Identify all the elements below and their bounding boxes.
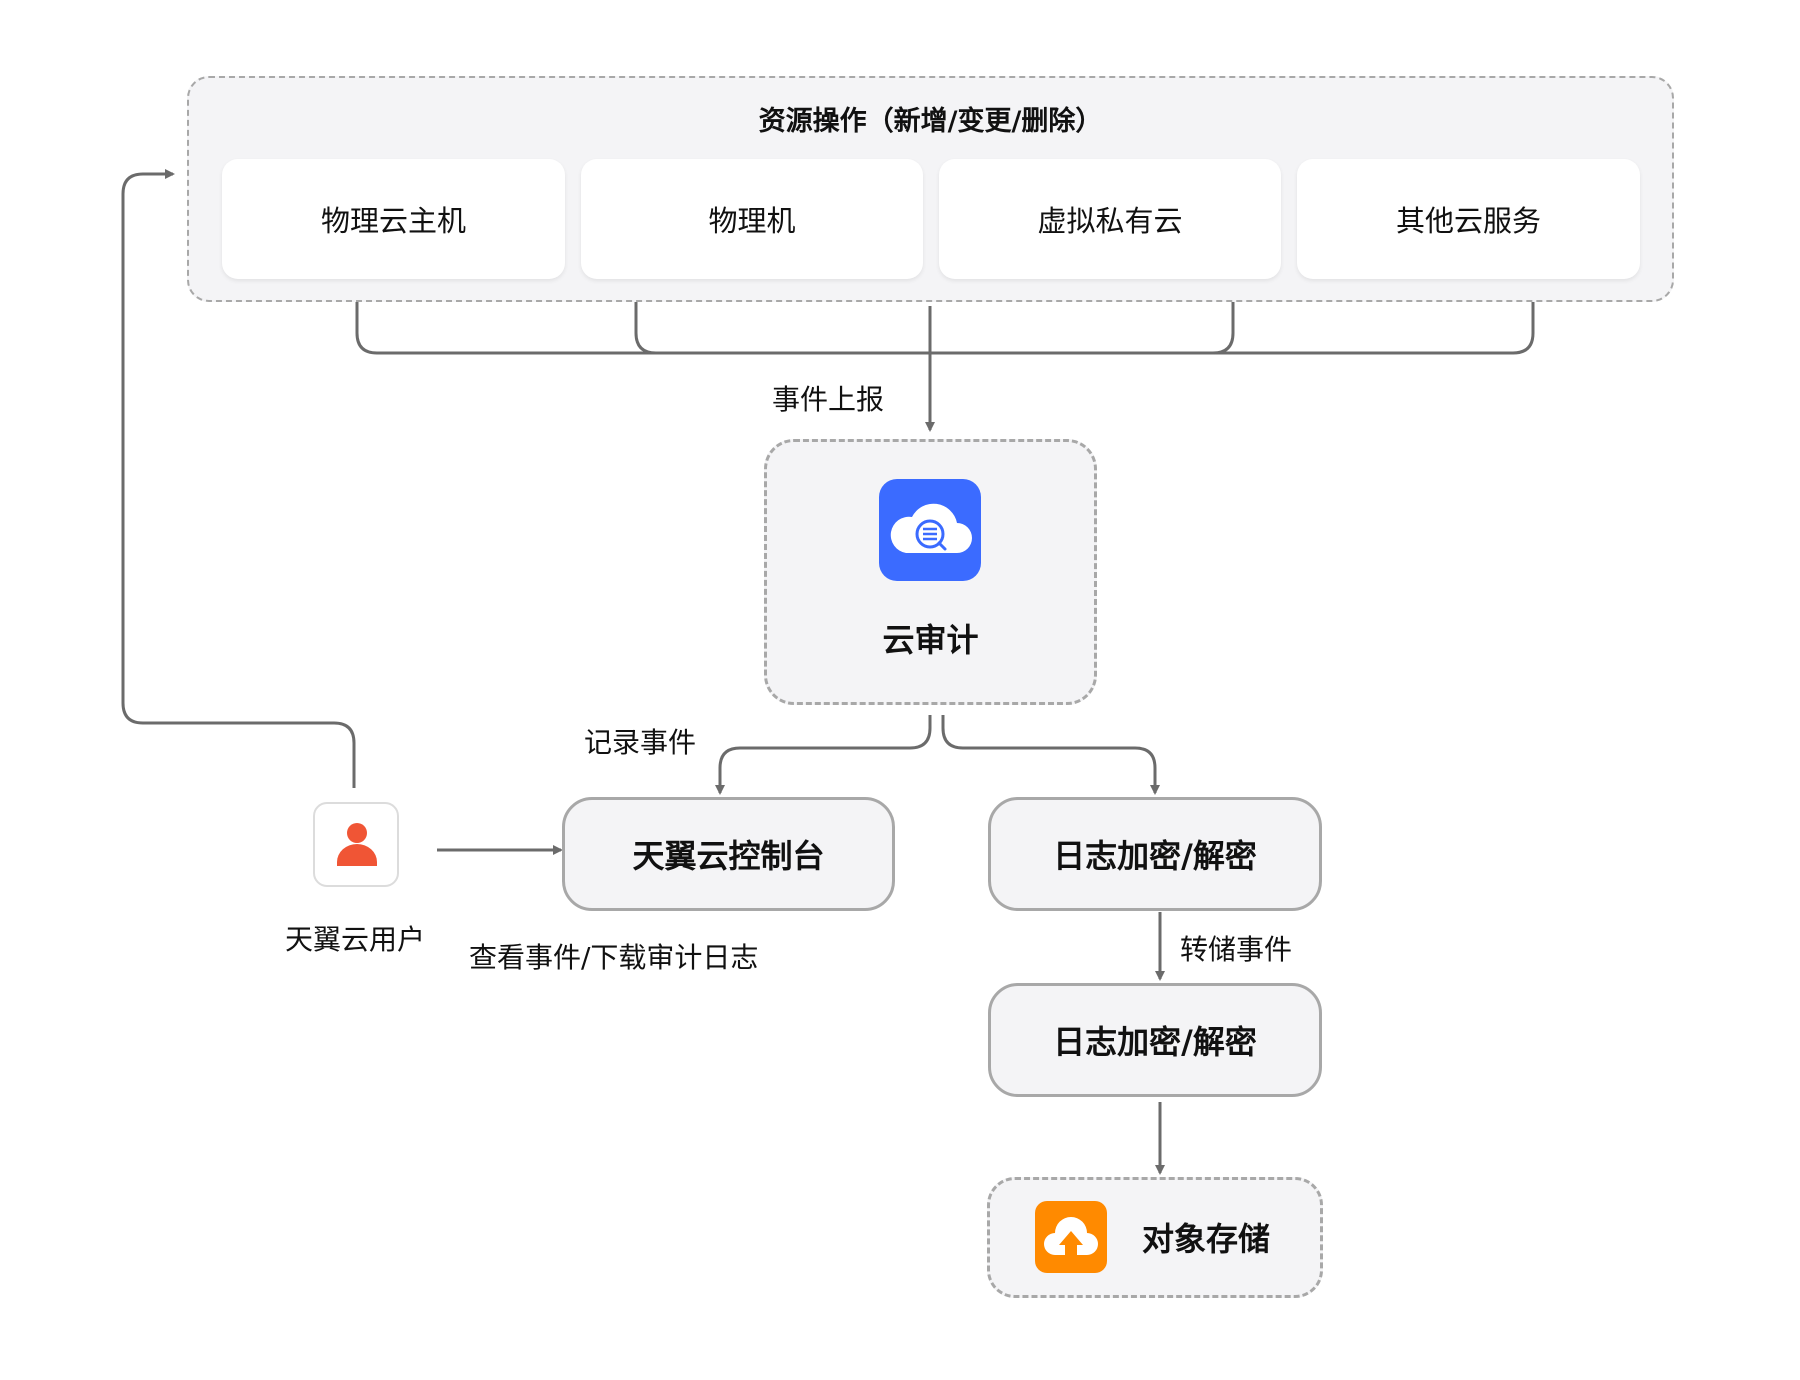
console-node[interactable]: 天翼云控制台	[562, 797, 895, 911]
encrypt-node-2[interactable]: 日志加密/解密	[988, 983, 1322, 1097]
resource-card-physical-machine[interactable]: 物理机	[581, 159, 923, 279]
encrypt-label-2: 日志加密/解密	[1053, 1023, 1257, 1061]
record-arrow-encrypt	[941, 715, 1160, 795]
object-storage-label: 对象存储	[1142, 1220, 1271, 1258]
report-label: 事件上报	[772, 383, 885, 416]
cloud-audit-label: 云审计	[882, 621, 979, 659]
bracket-line	[634, 302, 657, 355]
record-label: 记录事件	[584, 726, 697, 759]
resource-card-vpc[interactable]: 虚拟私有云	[939, 159, 1281, 279]
resource-group-title: 资源操作（新增/变更/删除）	[758, 106, 1103, 137]
dump-label: 转储事件	[1180, 933, 1293, 966]
record-arrow-console	[715, 715, 932, 795]
user-label: 天翼云用户	[285, 923, 426, 956]
cloud-search-icon	[879, 479, 981, 581]
user-node[interactable]	[313, 802, 399, 887]
view-label: 查看事件/下载审计日志	[469, 941, 759, 974]
resource-card-other-services[interactable]: 其他云服务	[1297, 159, 1640, 279]
encrypt-label-1: 日志加密/解密	[1053, 837, 1257, 875]
bracket-line	[355, 302, 1535, 355]
operate-arrow	[121, 169, 356, 788]
resource-card-physical-cloud-host[interactable]: 物理云主机	[222, 159, 565, 279]
cloud-upload-icon	[1035, 1201, 1107, 1273]
bracket-line	[1212, 302, 1235, 355]
console-label: 天翼云控制台	[632, 837, 825, 875]
person-icon	[337, 823, 377, 866]
encrypt-node-1[interactable]: 日志加密/解密	[988, 797, 1322, 911]
